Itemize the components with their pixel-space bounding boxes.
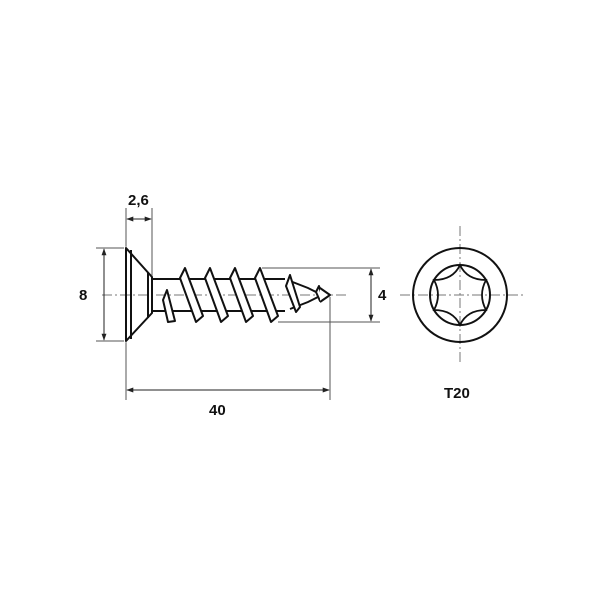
screw-threads bbox=[162, 267, 331, 323]
dim-head-diameter-label: 8 bbox=[79, 287, 88, 304]
centerline-side bbox=[102, 238, 348, 352]
dim-thread-diameter-label: 4 bbox=[378, 287, 387, 304]
drive-size-label: T20 bbox=[444, 385, 470, 402]
torx-star-icon bbox=[432, 262, 488, 328]
dimension-lines bbox=[101, 216, 374, 393]
extension-lines bbox=[96, 208, 380, 400]
dim-length-label: 40 bbox=[209, 402, 226, 419]
dim-head-height-label: 2,6 bbox=[128, 192, 149, 209]
torx-head-view bbox=[400, 226, 524, 364]
screw-head bbox=[125, 247, 153, 342]
